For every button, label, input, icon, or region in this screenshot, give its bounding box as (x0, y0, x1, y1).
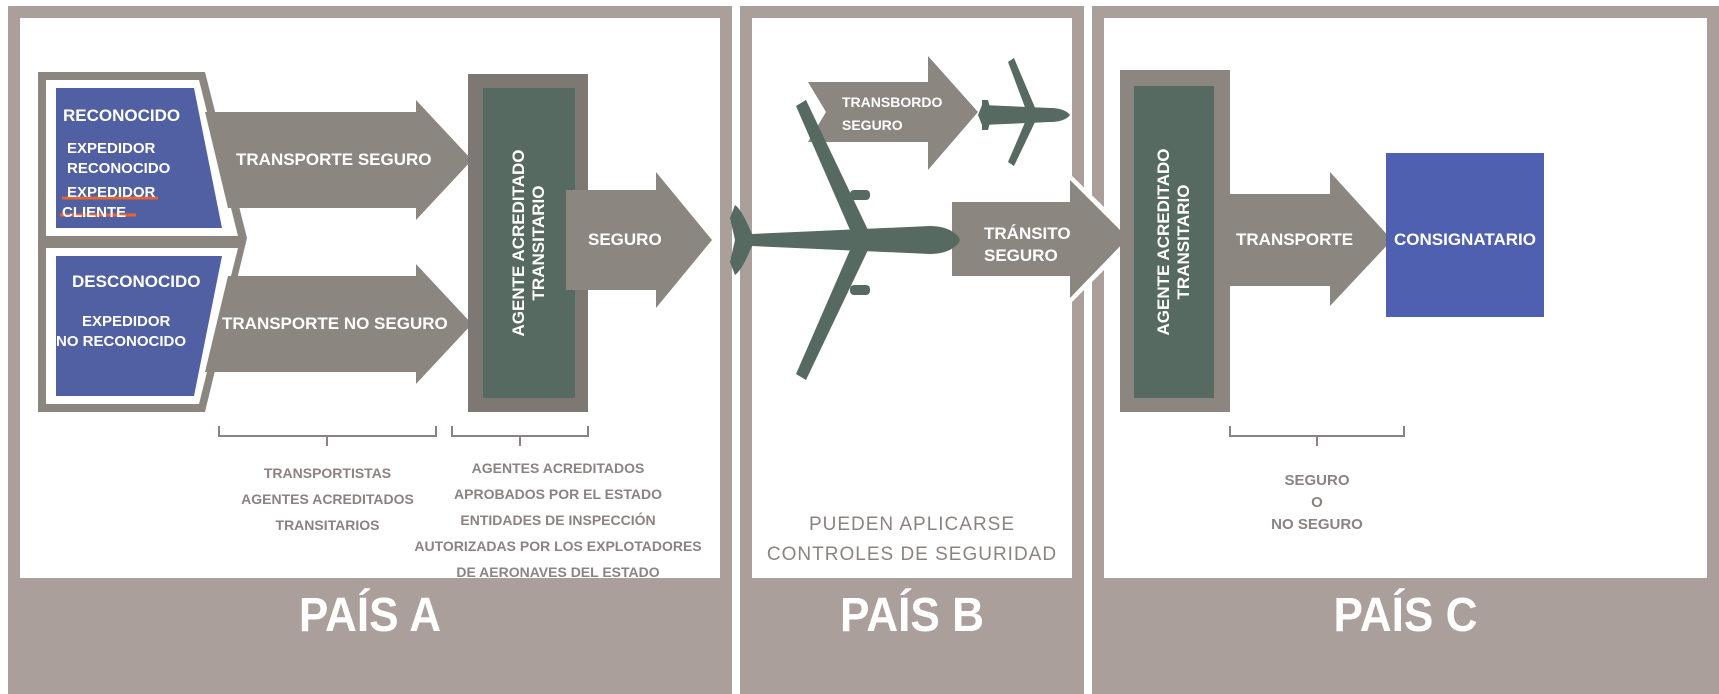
agent-c-inner (1134, 86, 1214, 398)
agent-c-label-line1: AGENTE ACREDITADO (1154, 148, 1173, 336)
bracket-pais-c (1229, 426, 1405, 446)
known-shipper-line1: EXPEDIDOR (67, 140, 156, 157)
transit-arrow (952, 180, 1128, 298)
transport-label: TRANSPORTE (1236, 230, 1354, 249)
agent-c-label-line2: TRANSITARIO (1174, 184, 1193, 300)
known-shipper-line2: RECONOCIDO (67, 160, 171, 177)
transit-label-line1: TRÁNSITO (984, 224, 1071, 243)
caption-pais-c-line3: NO SEGURO (1271, 516, 1363, 533)
transfer-label-line1: TRANSBORDO (842, 94, 943, 110)
agent-a-label: AGENTE ACREDITADO TRANSITARIO (509, 150, 549, 337)
caption-agents: AGENTES ACREDITADOS APROBADOS POR EL EST… (408, 455, 708, 585)
caption-carriers-line3: TRANSITARIOS (275, 517, 380, 533)
unknown-shipper-title: DESCONOCIDO (72, 272, 201, 291)
large-airplane-icon (730, 100, 960, 380)
bracket-carriers (218, 426, 437, 446)
caption-pais-c-line1: SEGURO (1284, 472, 1350, 489)
caption-agents-line5: DE AERONAVES DEL ESTADO (456, 564, 660, 580)
caption-carriers: TRANSPORTISTAS AGENTES ACREDITADOS TRANS… (219, 460, 436, 538)
unknown-shipper-line1: EXPEDIDOR (82, 313, 171, 330)
caption-agents-line2: APROBADOS POR EL ESTADO (454, 486, 662, 502)
transit-label-line2: SEGURO (984, 246, 1058, 265)
transport-arrow (1214, 172, 1392, 306)
caption-pais-c-line2: O (1311, 494, 1323, 511)
transfer-arrow (808, 56, 978, 170)
unknown-shipper-line2: NO RECONOCIDO (56, 333, 187, 350)
agent-a-inner (483, 88, 575, 398)
caption-pais-b-line1: PUEDEN APLICARSE (808, 514, 1016, 535)
known-shipper-line4: CLIENTE (62, 204, 127, 221)
secure-out-arrow (566, 172, 712, 308)
caption-carriers-line1: TRANSPORTISTAS (263, 465, 392, 481)
known-shipper-title: RECONOCIDO (63, 106, 181, 125)
caption-pais-b-line2: CONTROLES DE SEGURIDAD (766, 544, 1058, 565)
agent-a-label-line2: TRANSITARIO (529, 185, 548, 301)
country-label-b: PAÍS B (840, 589, 984, 642)
insecure-transport-label: TRANSPORTE NO SEGURO (222, 314, 448, 333)
transfer-label-line2: SEGURO (842, 117, 903, 133)
caption-agents-line1: AGENTES ACREDITADOS (471, 460, 645, 476)
small-airplane-icon (978, 58, 1070, 166)
bracket-agents (451, 426, 589, 446)
insecure-transport-arrow (205, 264, 472, 384)
consignee-box (1386, 153, 1544, 317)
agent-a-label-line1: AGENTE ACREDITADO (509, 149, 528, 337)
secure-transport-arrow (205, 100, 472, 220)
caption-agents-line3: ENTIDADES DE INSPECCIÓN (460, 512, 656, 528)
country-label-c: PAÍS C (1333, 589, 1478, 642)
caption-pais-c: SEGURO O NO SEGURO (1230, 470, 1404, 536)
unknown-shipper-box (56, 256, 222, 396)
secure-transport-label: TRANSPORTE SEGURO (236, 150, 432, 169)
known-shipper-box (56, 88, 222, 228)
caption-pais-b: PUEDEN APLICARSE CONTROLES DE SEGURIDAD (752, 510, 1072, 570)
agent-c-label: AGENTE ACREDITADO TRANSITARIO (1154, 149, 1194, 336)
consignee-label: CONSIGNATARIO (1394, 230, 1536, 249)
secure-out-label: SEGURO (588, 230, 662, 249)
known-shipper-line3: EXPEDIDOR (67, 184, 156, 201)
country-label-a: PAÍS A (298, 589, 442, 642)
caption-carriers-line2: AGENTES ACREDITADOS (241, 491, 414, 507)
caption-agents-line4: AUTORIZADAS POR LOS EXPLOTADORES (414, 538, 702, 554)
